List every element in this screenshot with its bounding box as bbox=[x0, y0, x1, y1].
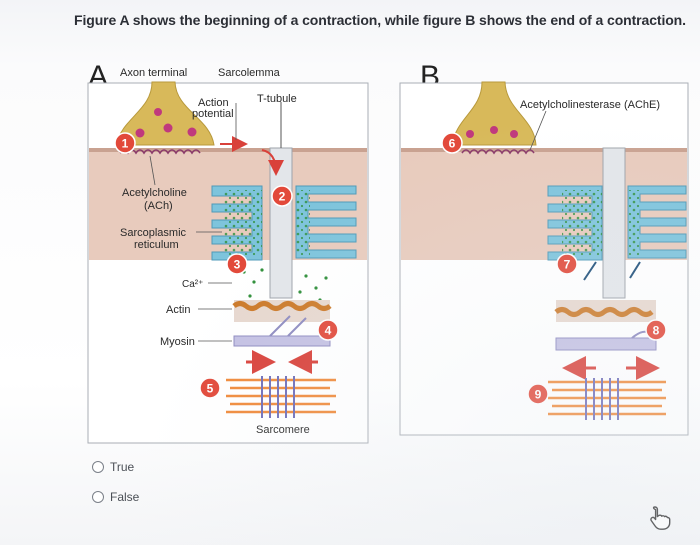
sarcomere-b bbox=[548, 380, 666, 416]
step-badge-8: 8 bbox=[653, 324, 660, 338]
t-tubule-a bbox=[269, 147, 293, 299]
axon-terminal-a bbox=[115, 81, 215, 146]
answer-option-false[interactable]: False bbox=[92, 490, 139, 504]
sarcoplasmic-label-1: Sarcoplasmic bbox=[120, 227, 187, 239]
answer-option-false-label: False bbox=[110, 490, 140, 504]
sarcoplasmic-label-2: reticulum bbox=[134, 239, 179, 251]
sarcomere-label: Sarcomere bbox=[256, 424, 310, 436]
step-badge-3: 3 bbox=[234, 258, 241, 272]
answer-option-true-label: True bbox=[110, 460, 135, 474]
action-potential-label-2: potential bbox=[192, 108, 234, 120]
step-badge-6: 6 bbox=[449, 137, 456, 151]
actin-label: Actin bbox=[166, 304, 190, 316]
actin-myosin-b bbox=[554, 300, 657, 351]
t-tubule-b bbox=[602, 147, 626, 299]
answer-option-true[interactable]: True bbox=[92, 460, 134, 474]
step-badges-a: 1 2 3 4 5 bbox=[114, 132, 339, 399]
figure-b: B Acetylcholinesterase (AChE) bbox=[399, 60, 689, 436]
ache-label: Acetylcholinesterase (AChE) bbox=[520, 99, 660, 111]
radio-true[interactable] bbox=[92, 461, 104, 473]
acetylcholine-label-1: Acetylcholine bbox=[122, 187, 187, 199]
figure-a-letter: A bbox=[88, 60, 108, 93]
action-potential-label-1: Action bbox=[198, 97, 229, 109]
step-badge-4: 4 bbox=[325, 324, 332, 338]
figure-a: A Axon terminal Sarcolemma Action bbox=[87, 60, 369, 444]
step-badge-2: 2 bbox=[279, 190, 286, 204]
hand-pointer-icon bbox=[650, 506, 671, 530]
step-badges-b: 6 7 8 9 bbox=[441, 132, 667, 405]
radio-false[interactable] bbox=[92, 491, 104, 503]
calcium-label: Ca²⁺ bbox=[182, 279, 203, 290]
figure-a-frame bbox=[87, 82, 369, 444]
axon-terminal-label: Axon terminal bbox=[120, 67, 187, 79]
sarcolemma-label: Sarcolemma bbox=[218, 67, 281, 79]
figure-b-frame bbox=[399, 82, 689, 436]
sarcoplasmic-reticulum-b bbox=[547, 185, 687, 261]
axon-terminal-b bbox=[451, 81, 537, 146]
step-badge-7: 7 bbox=[564, 258, 571, 272]
figure-b-letter: B bbox=[420, 60, 440, 93]
acetylcholine-label-2: (ACh) bbox=[144, 200, 173, 212]
actin-myosin-a bbox=[232, 300, 332, 347]
question-title: Figure A shows the beginning of a contra… bbox=[74, 12, 686, 28]
figure-b-tissue bbox=[401, 150, 687, 260]
step-badge-5: 5 bbox=[207, 382, 214, 396]
step-badge-9: 9 bbox=[535, 388, 542, 402]
sarcoplasmic-reticulum-a bbox=[211, 185, 357, 261]
step-badge-1: 1 bbox=[122, 137, 129, 151]
figure-a-tissue bbox=[89, 150, 367, 260]
t-tubule-label: T-tubule bbox=[257, 93, 297, 105]
myosin-label: Myosin bbox=[160, 336, 195, 348]
sarcomere-a bbox=[226, 378, 336, 414]
